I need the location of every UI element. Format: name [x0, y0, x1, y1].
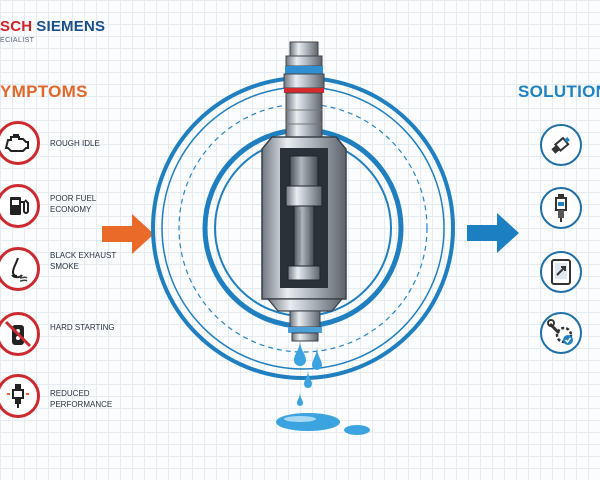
- fuel-drip: [294, 340, 306, 366]
- fuel-pump-icon: [10, 197, 29, 215]
- symptom-label-hard-starting: HARD STARTING: [50, 323, 115, 332]
- fuel-injector-illustration: [151, 41, 455, 435]
- blue-o-ring: [285, 66, 323, 74]
- brand-name-part1: SCH: [0, 18, 33, 35]
- car-key-icon: [4, 320, 32, 348]
- fuel-puddle-small: [344, 425, 370, 435]
- solution-icon-cleaning: [540, 124, 582, 166]
- wrench-gear-check-icon: [547, 319, 573, 345]
- solution-icon-diagnostics: [540, 251, 582, 293]
- symptom-label-poor-fuel-economy: POOR FUEL ECONOMY: [50, 194, 96, 214]
- symptom-label-black-exhaust-smoke: BLACK EXHAUST SMOKE: [50, 251, 117, 271]
- solutions-title: SOLUTION: [518, 82, 600, 101]
- symptoms-title: YMPTOMS: [0, 82, 88, 101]
- fuel-puddle: [276, 413, 340, 431]
- injector-cleaning-icon: [551, 136, 570, 154]
- dashed-ring: [178, 103, 428, 353]
- brand-subtitle: ECIALIST: [0, 37, 35, 44]
- symptom-icon-hard-starting: [0, 312, 40, 356]
- symptom-label-rough-idle: ROUGH IDLE: [50, 139, 100, 148]
- symptom-icon-rough-idle: [0, 121, 40, 165]
- fuel-drip: [312, 346, 322, 370]
- diagnostic-tablet-icon: [551, 259, 571, 285]
- symptom-icon-poor-fuel-economy: [0, 184, 40, 228]
- exhaust-smoke-icon: [11, 257, 28, 282]
- spark-plug-icon: [7, 384, 29, 408]
- injector-replacement-icon: [555, 194, 567, 222]
- arrow-right-orange-icon: [102, 214, 154, 254]
- fuel-drip: [304, 370, 312, 388]
- brand-name-part2: SIEMENS: [36, 18, 106, 35]
- arrow-right-blue-icon: [467, 213, 519, 253]
- red-band: [284, 88, 324, 93]
- symptom-label-reduced-performance: REDUCED PERFORMANCE: [50, 389, 113, 409]
- solution-icon-repair: [540, 312, 582, 354]
- engine-warning-icon: [4, 134, 29, 152]
- symptom-icon-black-exhaust-smoke: [0, 247, 40, 291]
- fuel-drip: [297, 392, 303, 406]
- symptom-icon-reduced-performance: [0, 374, 40, 418]
- solution-icon-replacement: [540, 187, 582, 229]
